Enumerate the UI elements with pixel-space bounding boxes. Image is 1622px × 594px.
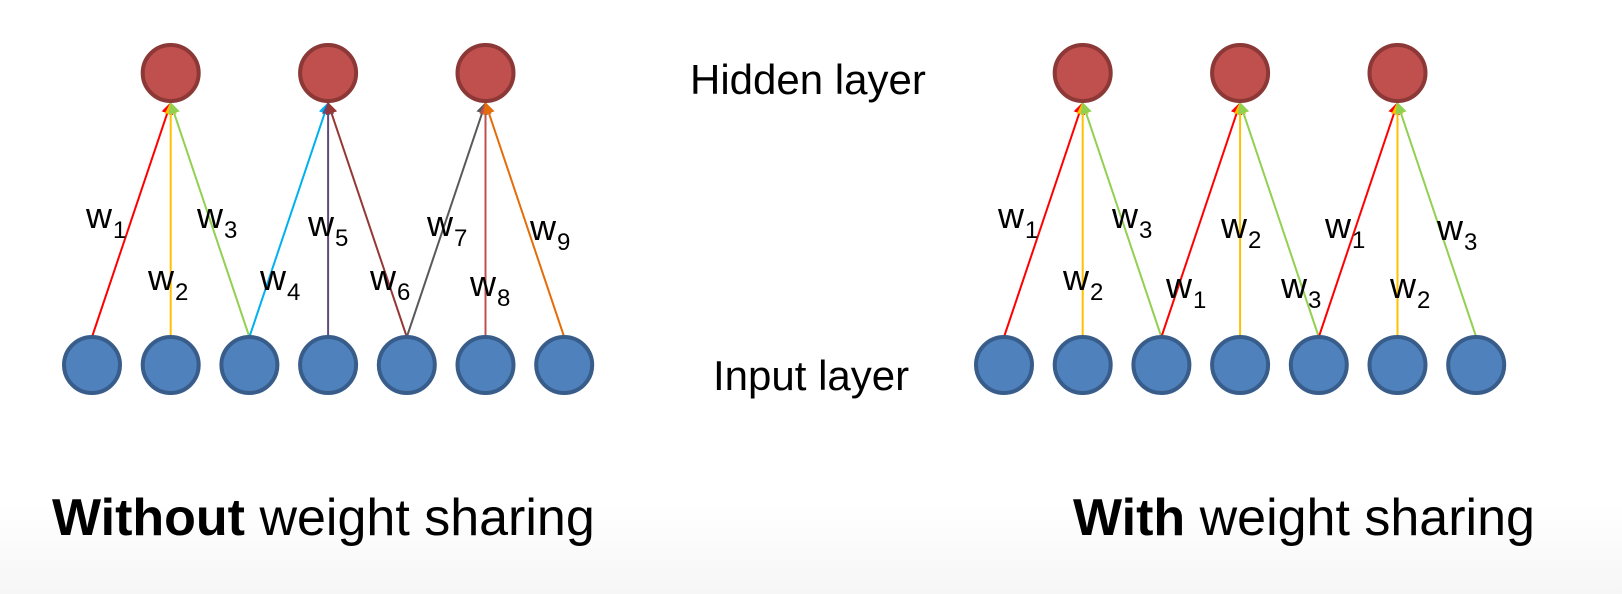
weight-label-without-5: w5 — [307, 203, 348, 252]
input-node-with-5 — [1288, 335, 1349, 395]
edge-with-7 — [1317, 101, 1400, 338]
weight-label-with-3: w3 — [1111, 195, 1152, 244]
weight-label-without-7: w7 — [426, 203, 467, 252]
input-node-with-7 — [1446, 335, 1507, 395]
weight-label-with-5: w2 — [1220, 205, 1261, 254]
edge-without-7 — [405, 101, 488, 338]
hidden-layer-label: Hidden layer — [690, 56, 926, 103]
input-node-with-1 — [974, 335, 1034, 395]
input-node-without-1 — [62, 335, 122, 395]
weight-label-without-8: w8 — [469, 263, 510, 312]
caption-with-rest: weight sharing — [1185, 489, 1535, 547]
weight-label-without-6: w6 — [369, 257, 410, 306]
weight-label-with-9: w3 — [1436, 207, 1477, 256]
weight-label-without-4: w4 — [259, 257, 300, 306]
weight-label-with-7: w1 — [1324, 205, 1365, 254]
weight-label-without-3: w3 — [196, 195, 237, 244]
weight-label-with-1: w1 — [997, 195, 1038, 244]
edge-with-9 — [1395, 101, 1478, 338]
weight-label-with-2: w2 — [1062, 257, 1103, 306]
input-node-without-6 — [455, 335, 516, 395]
input-node-without-4 — [298, 335, 359, 395]
weight-label-with-8: w2 — [1389, 265, 1430, 314]
input-node-without-5 — [376, 335, 437, 395]
input-node-with-3 — [1131, 335, 1192, 395]
input-node-without-2 — [140, 335, 201, 395]
weight-label-with-4: w1 — [1165, 265, 1206, 314]
input-layer-label: Input layer — [713, 352, 910, 399]
input-node-with-4 — [1210, 335, 1271, 395]
hidden-node-without-3 — [455, 43, 516, 103]
edge-without-9 — [483, 101, 566, 338]
caption-without-bold: Without — [52, 489, 245, 547]
hidden-node-without-1 — [140, 43, 201, 103]
edge-with-1 — [1003, 101, 1085, 338]
edge-with-4 — [1160, 101, 1243, 338]
edge-without-4 — [248, 101, 331, 338]
caption-without-weight-sharing: Without weight sharing — [52, 488, 595, 548]
input-node-with-6 — [1367, 335, 1428, 395]
input-node-without-3 — [219, 335, 280, 395]
edge-without-1 — [91, 101, 173, 338]
caption-with-bold: With — [1073, 489, 1186, 547]
weight-label-without-9: w9 — [529, 207, 570, 256]
caption-without-rest: weight sharing — [245, 489, 595, 547]
edge-with-6 — [1237, 101, 1320, 338]
input-node-without-7 — [534, 335, 595, 395]
edge-without-6 — [325, 101, 408, 338]
weight-label-without-2: w2 — [147, 257, 188, 306]
hidden-node-with-3 — [1367, 43, 1428, 103]
weight-label-without-1: w1 — [85, 195, 126, 244]
hidden-node-with-1 — [1052, 43, 1113, 103]
weight-label-with-6: w3 — [1280, 265, 1321, 314]
edge-without-3 — [168, 101, 251, 338]
caption-with-weight-sharing: With weight sharing — [1073, 488, 1535, 548]
input-node-with-2 — [1052, 335, 1113, 395]
edge-with-3 — [1080, 101, 1163, 338]
hidden-node-without-2 — [298, 43, 359, 103]
hidden-node-with-2 — [1210, 43, 1271, 103]
